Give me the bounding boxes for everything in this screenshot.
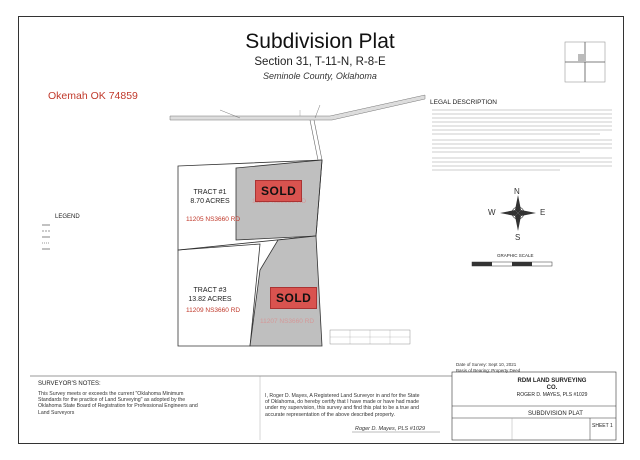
- page-title: Subdivision Plat: [245, 30, 395, 53]
- bearing-basis: Basis of Bearing: Property Deed: [456, 367, 521, 373]
- legend-title: LEGEND: [55, 214, 80, 220]
- tract-3-label: TRACT #3 13.82 ACRES: [180, 286, 240, 304]
- compass-east: E: [540, 208, 546, 217]
- county-label: Seminole County, Oklahoma: [263, 71, 377, 81]
- tract-3-address: 11209 NS3660 RD: [186, 307, 241, 314]
- compass-west: W: [488, 208, 496, 217]
- surveyor-notes-text: This Survey meets or exceeds the current…: [38, 391, 198, 416]
- compass-south: S: [515, 233, 521, 242]
- tract-3-faded-address: 11207 NS3660 RD: [260, 318, 315, 325]
- survey-date: Date of Survey: Sept 10, 2021: [456, 362, 517, 367]
- compass-north: N: [514, 187, 520, 196]
- location-note: Okemah OK 74859: [48, 90, 138, 102]
- firm-surveyor: ROGER D. MAYES, PLS #1029: [516, 392, 588, 398]
- tract-1-address: 11205 NS3660 RD: [186, 216, 241, 223]
- tract-1-label: TRACT #1 8.70 ACRES: [180, 188, 240, 206]
- title-block-firm: RDM LAND SURVEYING CO. ROGER D. MAYES, P…: [512, 378, 592, 399]
- compass-rose: [500, 195, 536, 231]
- surveyor-notes-title: SURVEYOR'S NOTES:: [38, 381, 101, 387]
- page-subtitle: Section 31, T-11-N, R-8-E: [254, 56, 386, 68]
- vicinity-map: [564, 41, 606, 83]
- sheet-title: SUBDIVISION PLAT: [528, 411, 583, 417]
- certification-text: I, Roger D. Mayes, A Registered Land Sur…: [265, 393, 420, 418]
- tract-3-sold-badge: SOLD: [270, 287, 318, 309]
- legal-description-title: LEGAL DESCRIPTION: [430, 99, 497, 106]
- sheet-number: SHEET 1: [592, 423, 613, 429]
- tract-1-name: TRACT #1: [193, 189, 227, 196]
- surveyor-signature: Roger D. Mayes, PLS #1029: [355, 426, 426, 432]
- tract-3-name: TRACT #3: [193, 287, 227, 294]
- graphic-scale-label: GRAPHIC SCALE: [497, 253, 534, 258]
- plat-sheet-border: [18, 16, 624, 444]
- tract-1-sold-badge: SOLD: [255, 180, 303, 202]
- tract-1-acres: 8.70 ACRES: [190, 198, 230, 205]
- survey-date-block: Date of Survey: Sept 10, 2021 Basis of B…: [456, 362, 520, 373]
- tract-3-acres: 13.82 ACRES: [188, 296, 232, 303]
- firm-name: RDM LAND SURVEYING CO.: [517, 378, 587, 391]
